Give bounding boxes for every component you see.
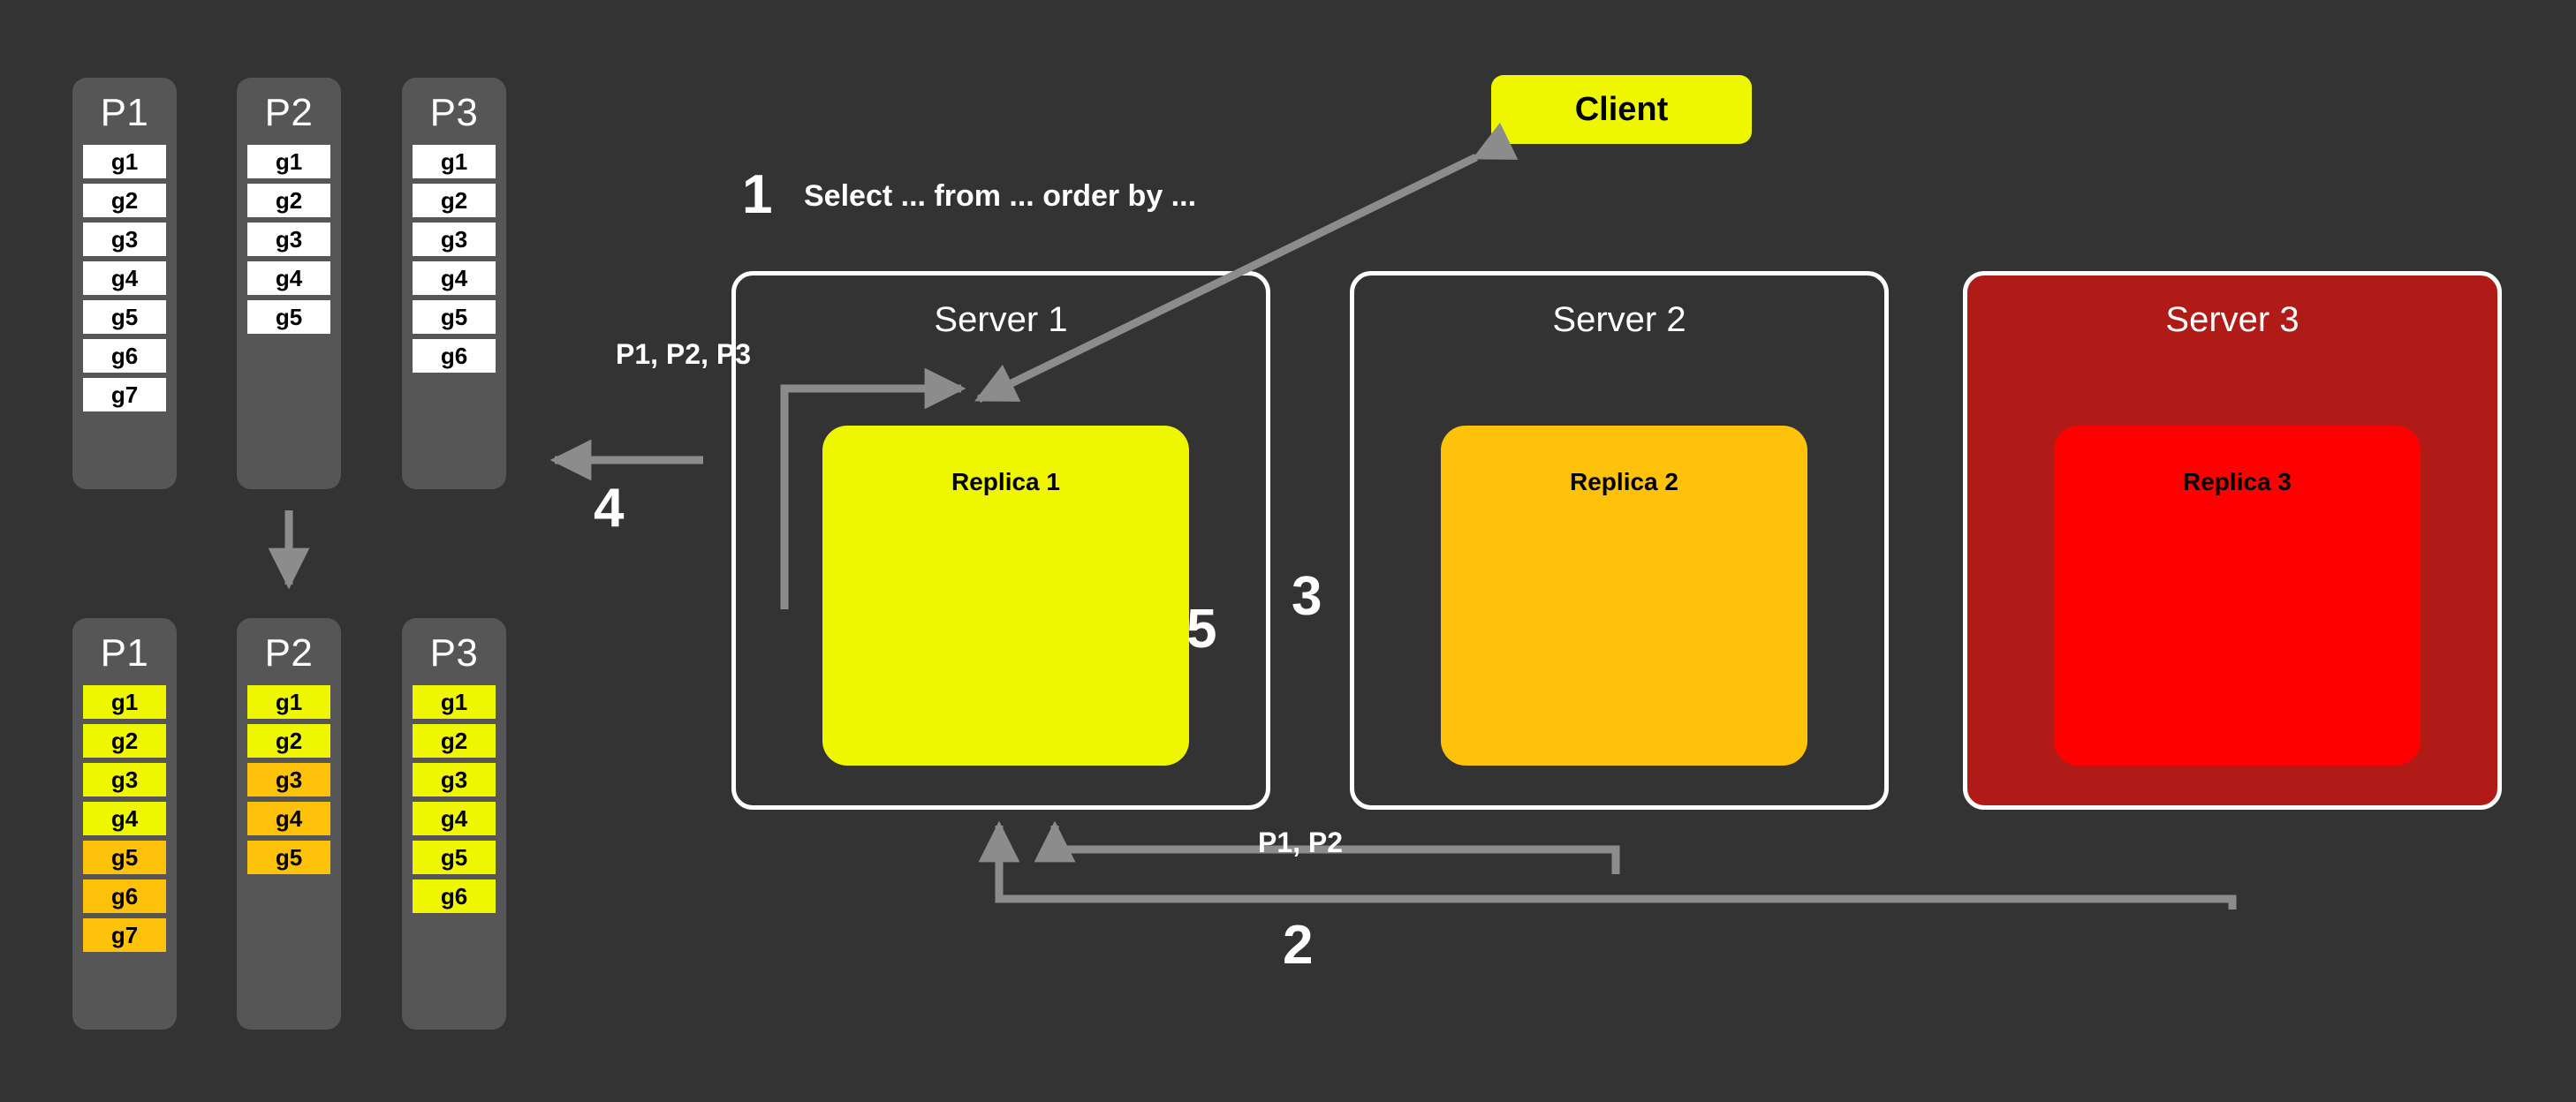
server-1-box[interactable]: Server 1 Replica 1 5 [731,271,1270,810]
partition-cell: g6 [413,339,496,373]
partition-cell: g3 [83,223,166,256]
partition-cells: g1 g2 g3 g4 g5 g6 g7 [72,145,177,411]
partition-cell: g2 [83,184,166,217]
partition-cell: g6 [83,879,166,913]
client-box[interactable]: Client [1491,75,1752,144]
partition-column-bottom-p3: P3 g1 g2 g3 g4 g5 g6 [402,618,506,1030]
partition-cell: g6 [83,339,166,373]
partition-cell: g5 [83,300,166,334]
partition-cell: g3 [247,763,330,796]
replica-1-label: Replica 1 [951,468,1060,495]
partition-cells: g1 g2 g3 g4 g5 g6 [402,145,506,373]
partition-cells: g1 g2 g3 g4 g5 [237,685,341,874]
step-3-label: 3 [1292,566,1322,627]
replica-2-label: Replica 2 [1570,468,1678,495]
partition-cell: g2 [247,724,330,758]
partition-column-bottom-p1: P1 g1 g2 g3 g4 g5 g6 g7 [72,618,177,1030]
label-p1-p2: P1, P2 [1258,826,1344,858]
partition-cells: g1 g2 g3 g4 g5 g6 [402,685,506,913]
arrow-server3-to-server1 [978,820,2237,910]
replica-3-label: Replica 3 [2183,468,2292,495]
partition-cell: g5 [247,841,330,874]
partition-cell: g6 [413,879,496,913]
server-1-title: Server 1 [934,300,1068,339]
partition-cell: g4 [413,261,496,295]
partition-cell: g4 [83,261,166,295]
partition-title: P1 [100,91,149,134]
partition-cell: g4 [413,802,496,835]
partition-cell: g4 [247,261,330,295]
partition-cells: g1 g2 g3 g4 g5 g6 g7 [72,685,177,952]
partition-cell: g5 [247,300,330,334]
partition-cell: g3 [413,763,496,796]
partition-column-top-p3: P3 g1 g2 g3 g4 g5 g6 [402,78,506,489]
partition-cell: g5 [83,841,166,874]
client-label: Client [1574,90,1669,128]
partition-cell: g3 [413,223,496,256]
partition-column-bottom-p2: P2 g1 g2 g3 g4 g5 [237,618,341,1030]
partition-cell: g2 [247,184,330,217]
partition-cell: g2 [413,184,496,217]
partition-title: P1 [100,631,149,675]
partition-cell: g3 [247,223,330,256]
server-2-box[interactable]: Server 2 Replica 2 [1350,271,1889,810]
server-2-title: Server 2 [1552,300,1686,339]
partition-cell: g3 [83,763,166,796]
replica-1-box[interactable]: Replica 1 [822,426,1189,766]
partition-cell: g1 [247,685,330,719]
partition-cell: g7 [83,378,166,411]
partition-title: P3 [429,91,479,134]
partition-column-top-p1: P1 g1 g2 g3 g4 g5 g6 g7 [72,78,177,489]
label-p1-p2-p3: P1, P2, P3 [616,338,751,370]
partition-cells: g1 g2 g3 g4 g5 [237,145,341,334]
partition-cell: g1 [413,145,496,178]
partition-cell: g2 [83,724,166,758]
partition-title: P2 [264,631,314,675]
partition-cell: g4 [83,802,166,835]
query-text: Select ... from ... order by ... [804,179,1197,213]
replica-3-box[interactable]: Replica 3 [2054,426,2421,766]
step-1-label: 1 [742,164,773,225]
partition-cell: g5 [413,300,496,334]
partition-cell: g1 [83,145,166,178]
step-2-label: 2 [1283,915,1314,976]
step-4-label: 4 [594,478,625,539]
step-5-label: 5 [1186,599,1217,660]
server-3-box[interactable]: Server 3 Replica 3 [1963,271,2502,810]
replica-2-box[interactable]: Replica 2 [1441,426,1807,766]
partition-cell: g1 [247,145,330,178]
partition-column-top-p2: P2 g1 g2 g3 g4 g5 [237,78,341,489]
partition-cell: g2 [413,724,496,758]
partition-cell: g1 [413,685,496,719]
partition-cell: g5 [413,841,496,874]
partition-title: P3 [429,631,479,675]
partition-cell: g4 [247,802,330,835]
partition-cell: g1 [83,685,166,719]
partition-cell: g7 [83,918,166,952]
partition-title: P2 [264,91,314,134]
server-3-title: Server 3 [2165,300,2299,339]
